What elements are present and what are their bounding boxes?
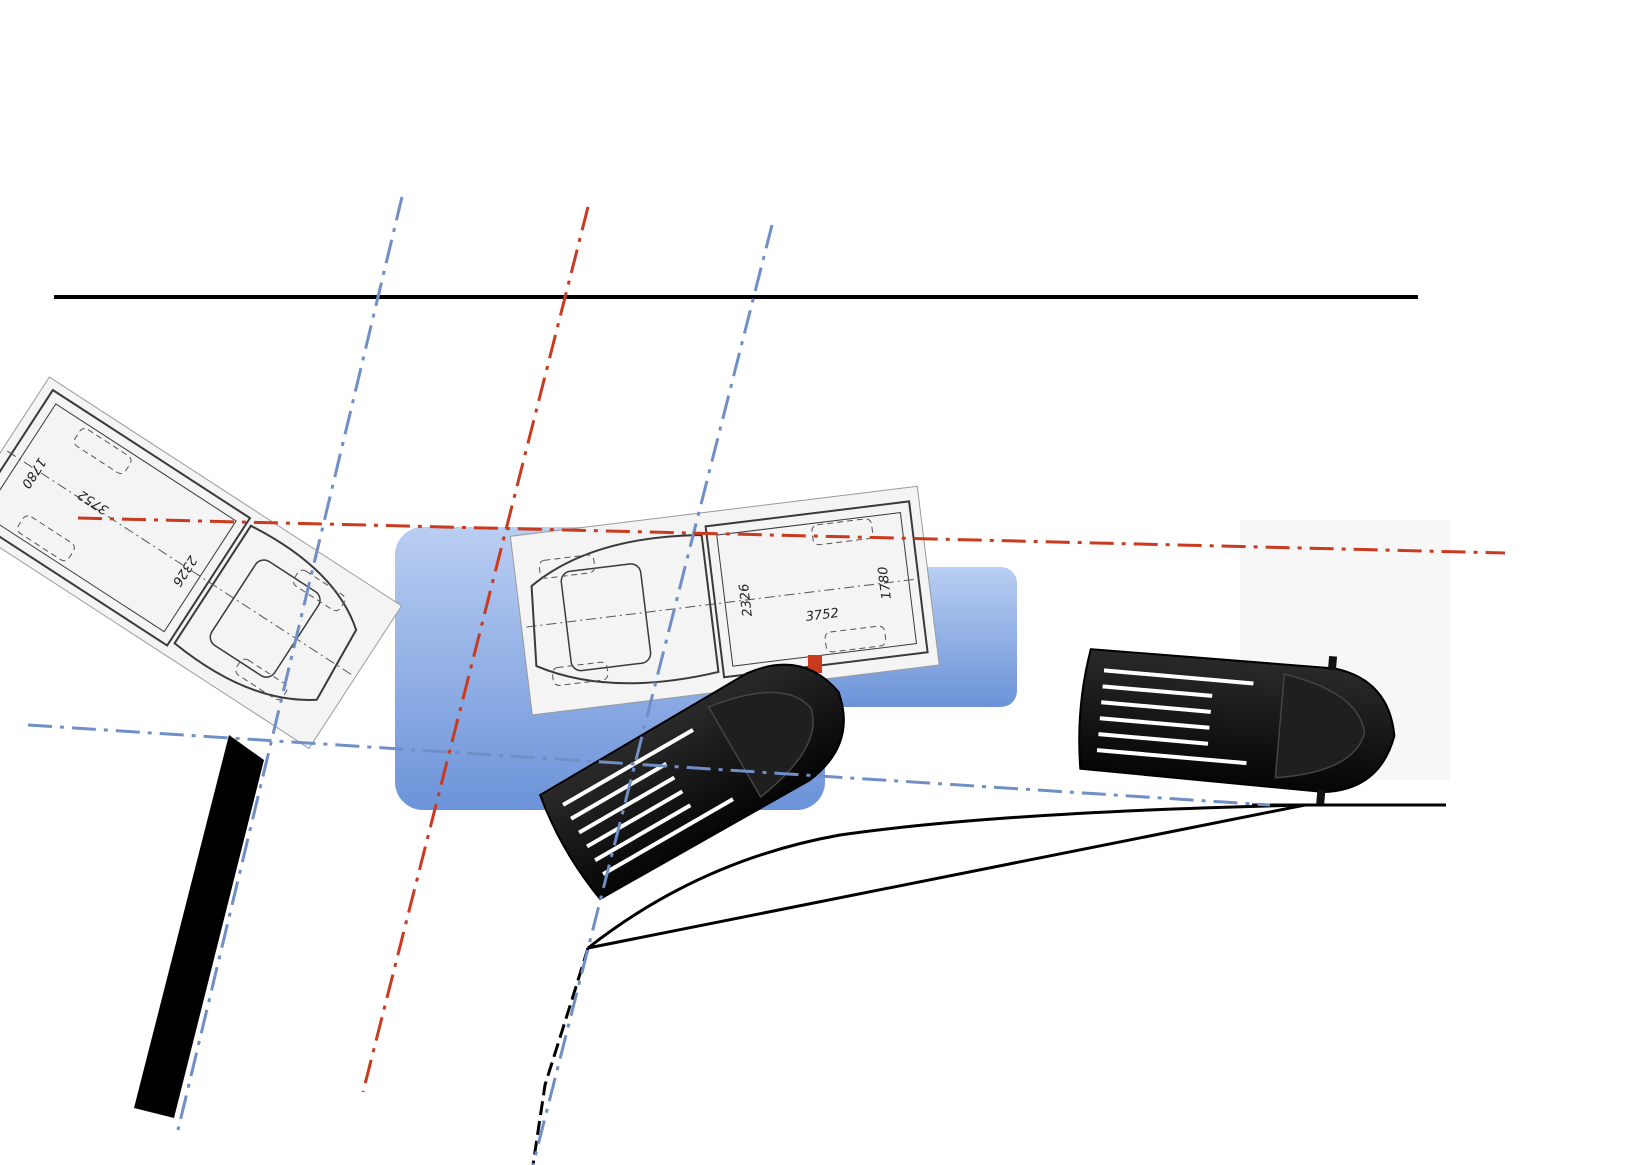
dimension-length-center: 3752 xyxy=(805,606,840,625)
truck-blueprint-center: 3752 1780 2326 xyxy=(509,485,940,716)
dimension-width-center: 1780 xyxy=(876,566,895,601)
black-suv-right xyxy=(1078,648,1396,805)
red-axis-lines xyxy=(77,206,1506,1093)
dimension-track-center: 2326 xyxy=(737,583,756,618)
curb-post xyxy=(134,735,264,1118)
truck-blueprint-left: 3752 1780 2326 xyxy=(0,376,403,750)
blue-axis-lines xyxy=(27,196,1271,1165)
red-marker xyxy=(808,655,822,673)
